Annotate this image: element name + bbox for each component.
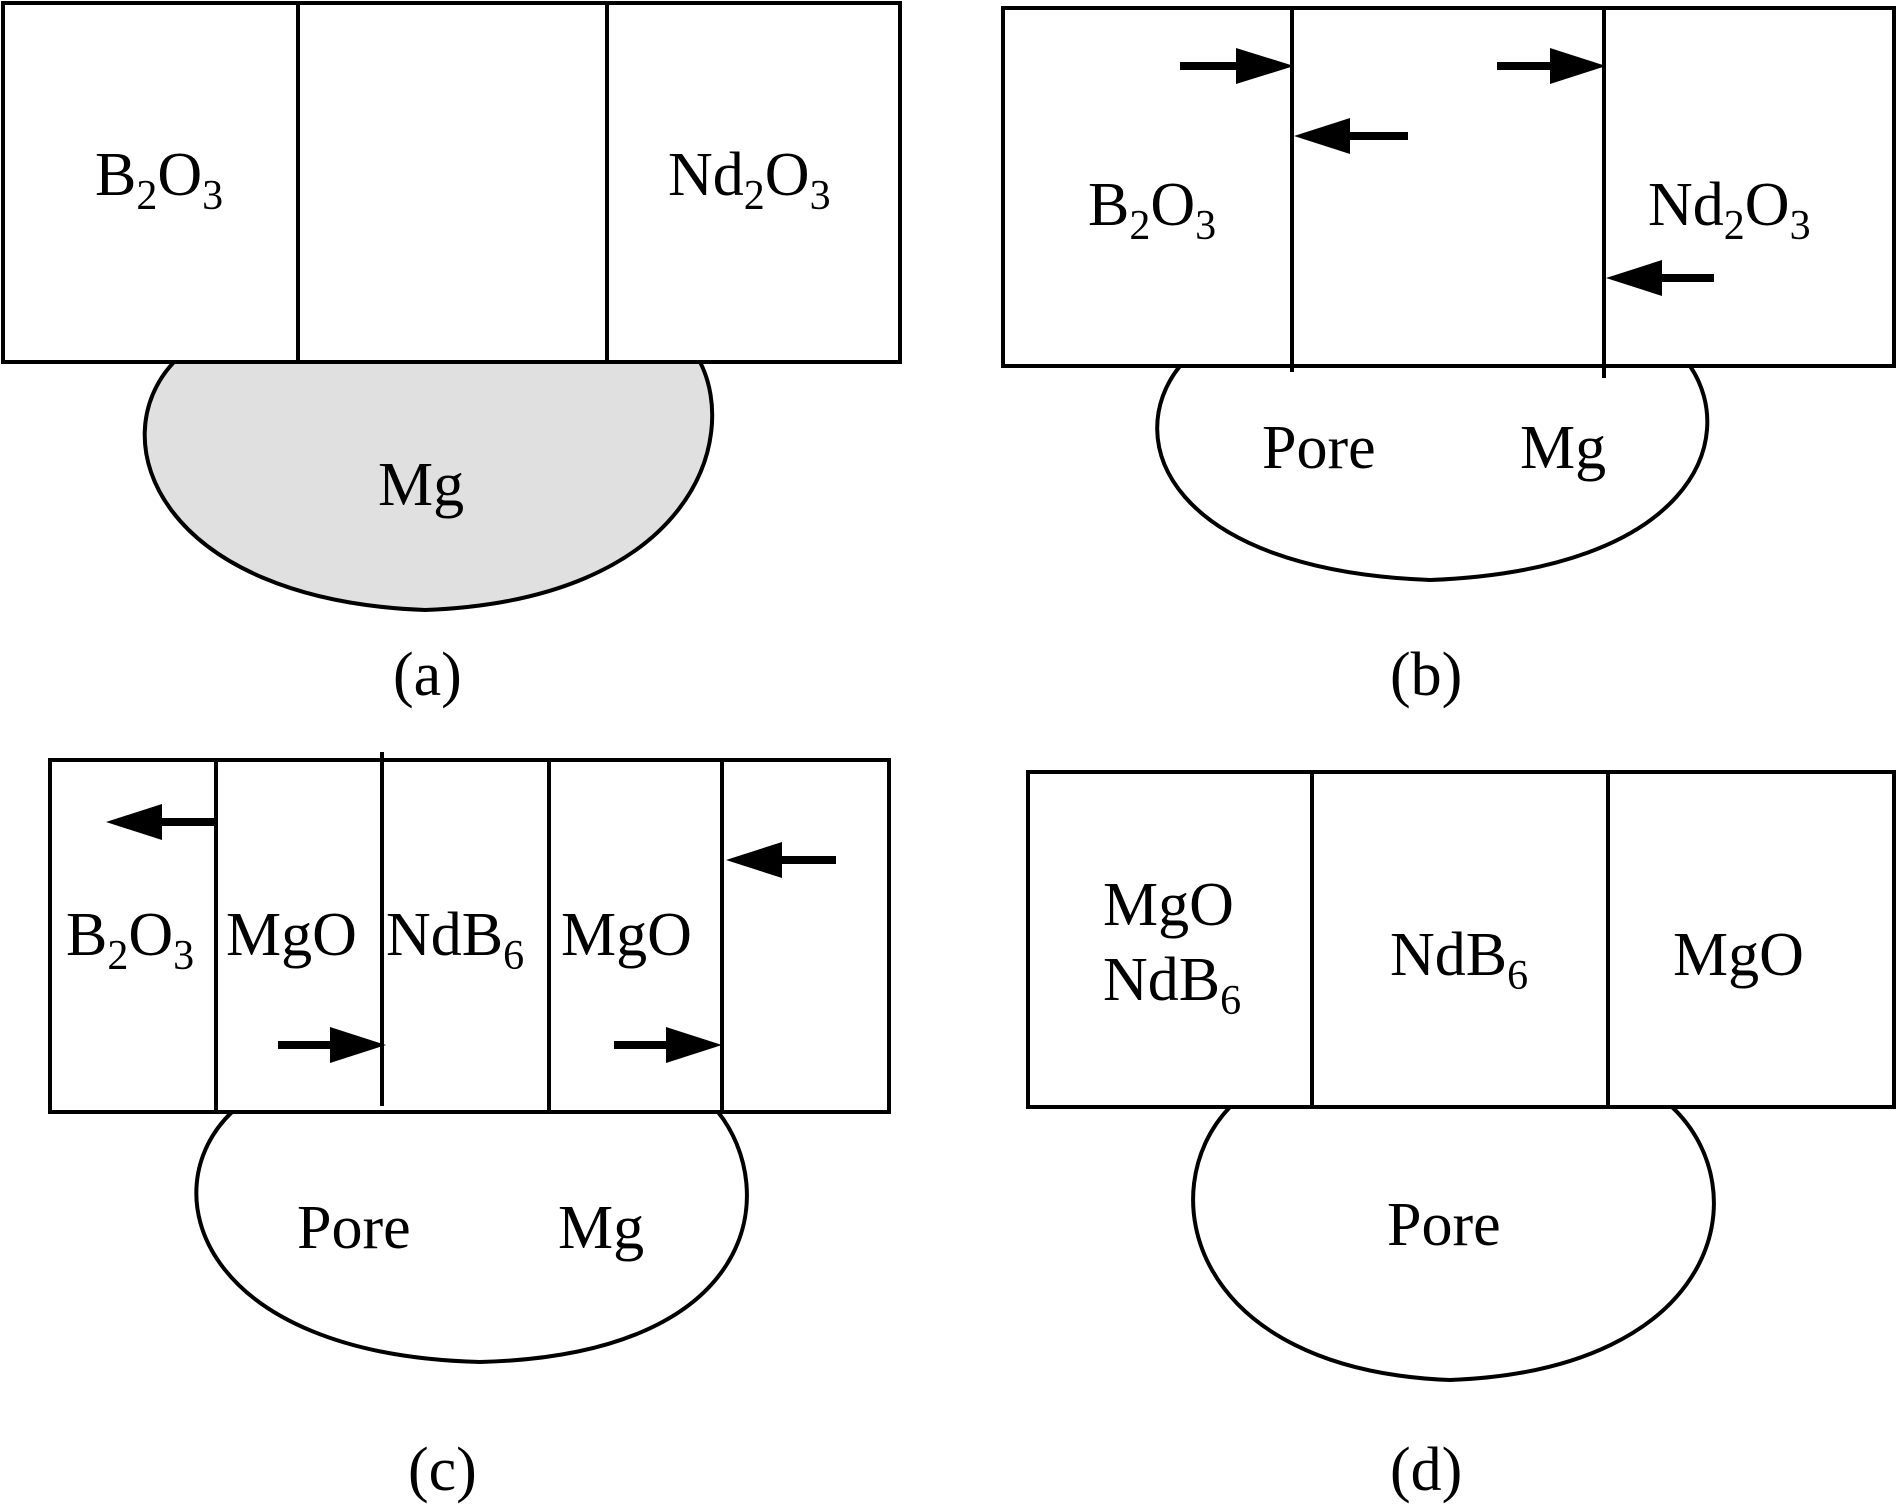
- panel-b-arrow-left-1: [1294, 118, 1408, 154]
- panel-b-cell-2-label: Nd2O3: [1648, 171, 1811, 249]
- panel-b-cell-1-label: B2O3: [1088, 171, 1216, 249]
- panel-c-arrow-right-1: [278, 1027, 386, 1063]
- panel-b-caption: (b): [1390, 641, 1462, 709]
- panel-d: MgO NdB6 NdB6 MgO Pore (d): [1026, 770, 1896, 1504]
- panel-b-mg-label: Mg: [1520, 414, 1606, 482]
- panel-d-cell-3-label: MgO: [1673, 921, 1804, 989]
- panel-c-cell-4-label: MgO: [561, 901, 692, 969]
- panel-d-cell-1-line-1: MgO: [1103, 871, 1234, 939]
- panel-a-frame: [1, 1, 902, 364]
- panel-a-mg-label: Mg: [378, 451, 464, 519]
- panel-c-arrow-left-2: [726, 842, 836, 878]
- panel-c-cell-3-label: NdB6: [386, 901, 524, 979]
- panel-b: B2O3 Nd2O3 Pore Mg (b): [1001, 6, 1896, 709]
- panel-b-pore-droplet: [1155, 364, 1710, 583]
- panel-b-arrow-right-1: [1180, 48, 1294, 84]
- panel-a-cell-3-label: Nd2O3: [668, 141, 831, 219]
- panel-d-pore-label: Pore: [1387, 1191, 1501, 1259]
- panel-d-cell-2-label: NdB6: [1390, 921, 1528, 999]
- panel-b-pore-label: Pore: [1262, 414, 1376, 482]
- panel-c: B2O3 MgO NdB6 MgO Pore Mg (c): [48, 752, 891, 1504]
- panel-a: B2O3 Nd2O3 Mg (a): [1, 1, 902, 709]
- panel-c-cell-1-label: B2O3: [66, 901, 194, 979]
- panel-c-mg-label: Mg: [558, 1194, 644, 1262]
- panel-b-arrow-right-2: [1497, 48, 1606, 84]
- panel-c-cell-2-label: MgO: [226, 901, 357, 969]
- panel-a-caption: (a): [393, 641, 462, 709]
- panel-a-mg-droplet: [142, 360, 715, 613]
- panel-b-arrow-left-2: [1606, 260, 1714, 296]
- panel-c-pore-label: Pore: [297, 1194, 411, 1262]
- panel-d-cell-1-line-2: NdB6: [1103, 946, 1241, 1024]
- panel-d-frame: [1026, 770, 1896, 1109]
- panel-b-frame: [1001, 6, 1896, 368]
- panel-d-pore-droplet: [1191, 1105, 1716, 1383]
- panel-d-caption: (d): [1390, 1436, 1462, 1504]
- panel-c-caption: (c): [408, 1436, 477, 1504]
- panel-c-arrow-right-2: [614, 1027, 722, 1063]
- panel-c-frame: [48, 758, 891, 1114]
- panel-c-pore-droplet: [194, 1110, 749, 1365]
- panel-a-cell-1-label: B2O3: [95, 141, 223, 219]
- panel-c-arrow-left-1: [106, 804, 216, 840]
